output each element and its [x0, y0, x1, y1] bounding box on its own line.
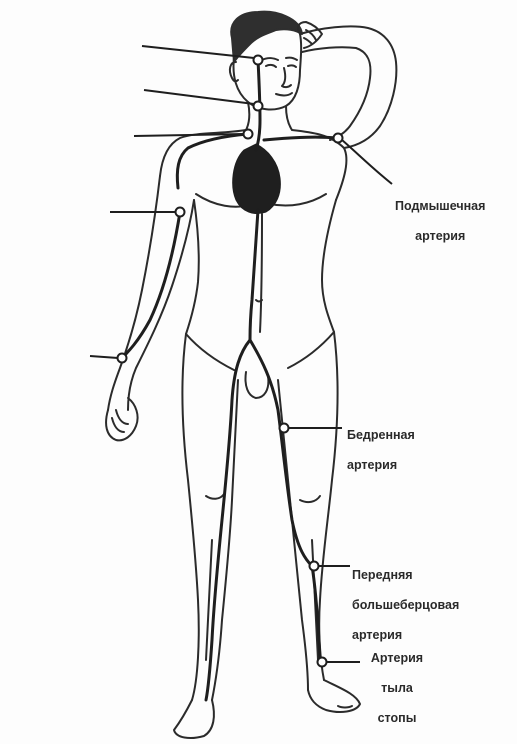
nose: [282, 68, 291, 87]
left-foot: [308, 680, 360, 712]
right-hand: [106, 398, 138, 440]
groin-right: [186, 334, 234, 370]
torso-right-side: [186, 200, 199, 334]
pulse-point-subclavian: [244, 130, 253, 139]
right-leg-inner: [212, 380, 238, 700]
label-dorsalis-pedis-artery: Артерия тыла стопы: [366, 636, 428, 741]
groin-left: [288, 332, 334, 368]
leader-carotid: [144, 90, 254, 104]
label-tibial-line2: большеберцовая: [352, 598, 459, 613]
label-femoral-line2: артерия: [347, 458, 415, 473]
pulse-point-tibial: [310, 562, 319, 571]
right-knee: [206, 494, 224, 499]
eye-right: [288, 65, 296, 67]
hair: [231, 12, 302, 62]
iliac-left-artery: [250, 340, 320, 660]
mouth: [276, 93, 292, 95]
left-knee: [300, 496, 320, 502]
raised-arm-outer: [300, 26, 396, 148]
aorta-descending: [250, 210, 258, 340]
neck-left: [246, 102, 249, 130]
neck-right: [286, 106, 292, 130]
pulse-point-dorsalis: [318, 658, 327, 667]
leader-axillary: [342, 140, 392, 184]
heart-shape: [233, 144, 281, 214]
right-leg-outer: [182, 334, 198, 700]
left-leg-outer: [319, 332, 337, 680]
abdomen-line: [260, 214, 262, 332]
label-tibial-line1: Передняя: [352, 568, 459, 583]
left-toes: [338, 706, 352, 708]
iliac-right-artery: [206, 340, 250, 700]
eyebrow-left: [262, 58, 278, 60]
navel: [256, 300, 262, 302]
torso-left-side: [322, 200, 336, 332]
label-axillary-line2: артерия: [395, 229, 485, 244]
pulse-point-axillary: [334, 134, 343, 143]
pulse-point-brachial: [176, 208, 185, 217]
leader-radial: [90, 356, 118, 358]
right-foot: [174, 700, 214, 738]
pulse-point-carotid: [254, 102, 263, 111]
label-axillary-line1: Подмышечная: [395, 199, 485, 214]
raised-arm-inner: [302, 47, 370, 140]
label-dorsalis-line3: стопы: [366, 711, 428, 726]
label-femoral-artery: Бедренная артерия: [347, 413, 415, 488]
eye-left: [266, 65, 276, 67]
pulse-point-femoral: [280, 424, 289, 433]
label-dorsalis-line1: Артерия: [366, 651, 428, 666]
label-axillary-artery: Подмышечная артерия: [395, 184, 485, 259]
eyebrow-right: [286, 58, 297, 60]
label-dorsalis-line2: тыла: [366, 681, 428, 696]
pulse-point-temporal: [254, 56, 263, 65]
pulse-point-radial: [118, 354, 127, 363]
subclavian-left-artery: [264, 137, 338, 140]
label-femoral-line1: Бедренная: [347, 428, 415, 443]
genital-outline: [245, 372, 268, 398]
